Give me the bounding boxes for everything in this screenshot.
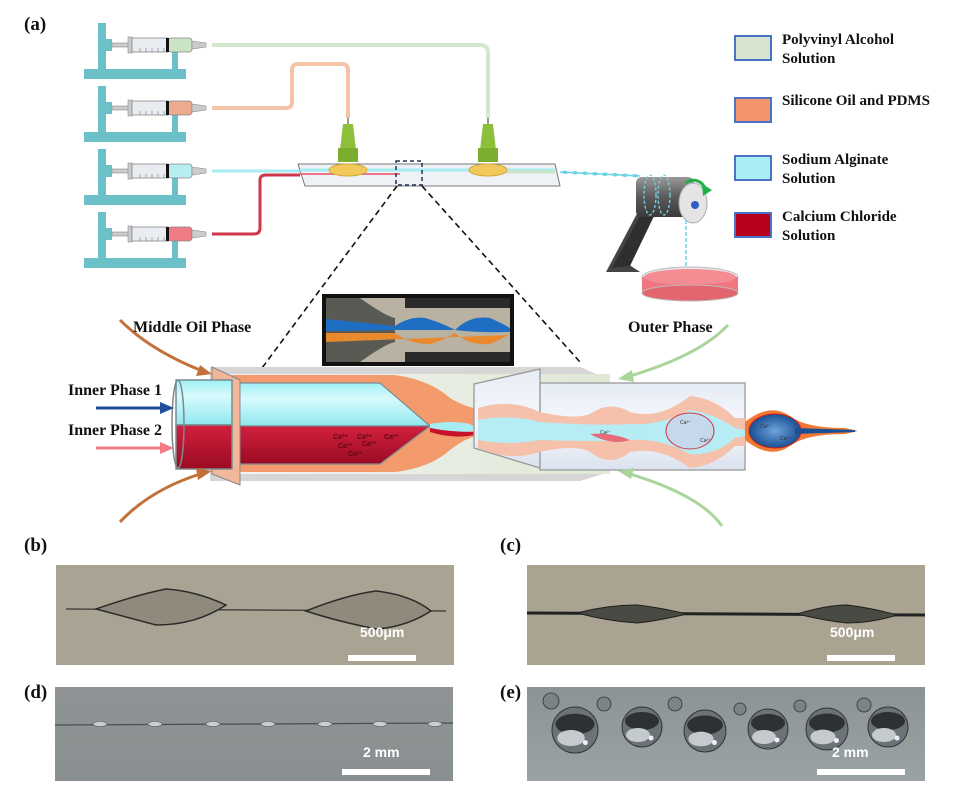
small-droplet (542, 692, 560, 710)
legend-swatch-pva (734, 35, 772, 61)
scale-label-d: 2 mm (363, 744, 400, 760)
scale-bar-e (817, 769, 905, 775)
needle-pva (468, 118, 508, 177)
micrograph-e: 2 mm (527, 687, 925, 781)
legend-label-pva: Polyvinyl Alcohol Solution (782, 32, 895, 67)
bead (592, 171, 598, 176)
scale-label-b: 500μm (360, 624, 405, 640)
droplet (867, 706, 909, 748)
bead (582, 171, 588, 176)
small-droplet (596, 696, 612, 712)
ion-label: Ca²⁺ (384, 434, 399, 441)
ion-label: Ca²⁺ (600, 430, 611, 436)
ion-label: Ca²⁺ (780, 436, 791, 442)
bead (317, 721, 333, 727)
outer-phase-label: Outer Phase (628, 319, 713, 336)
small-droplet (856, 697, 872, 713)
ion-label: Ca²⁺ (362, 441, 377, 448)
arrow-outer-bottom (629, 472, 724, 527)
ion-label: Ca²⁺ (700, 438, 711, 444)
droplet (683, 709, 727, 753)
small-droplet (733, 702, 747, 716)
ion-label: Ca²⁺ (760, 424, 771, 430)
micrograph-d: 2 mm (55, 687, 453, 781)
legend-swatch-oil (734, 97, 772, 123)
bead (260, 721, 276, 727)
legend-label-alginate: Sodium Alginate Solution (782, 152, 889, 187)
arrow-oil-top (118, 318, 201, 372)
droplet (747, 708, 789, 750)
scale-label-c: 500μm (830, 624, 875, 640)
micrograph-b: 500μm (56, 565, 454, 665)
legend-swatch-cacl2 (734, 212, 772, 238)
droplet (621, 706, 663, 748)
bead (602, 172, 608, 177)
droplet (551, 706, 599, 754)
legend-swatch-alginate (734, 155, 772, 181)
middle-oil-phase-label: Middle Oil Phase (133, 319, 252, 336)
inner-phase-1-label: Inner Phase 1 (68, 382, 162, 399)
water-droplets-e (542, 692, 909, 754)
tube-pva (212, 43, 490, 118)
ion-label: Ca²⁺ (680, 420, 691, 426)
bead (205, 721, 221, 727)
bead-fiber-d (55, 721, 453, 727)
syringe-pump-cacl2 (84, 212, 207, 268)
syringe-pump-alginate (84, 149, 207, 205)
bead (92, 721, 108, 727)
bead (427, 721, 443, 727)
syringe-pump-oil (84, 86, 207, 142)
bead (372, 721, 388, 727)
setup-schematic: Ca²⁺Ca²⁺Ca²⁺Ca²⁺Ca²⁺Ca²⁺Ca²⁺Ca²⁺Ca²⁺Ca²⁺… (84, 23, 858, 527)
bead (147, 721, 163, 727)
bead (612, 172, 618, 177)
spindle-knot-fiber-b (65, 588, 447, 630)
micrograph-c: 500μm (527, 565, 925, 665)
panel-label-b: (b) (24, 535, 48, 556)
collector-roller (606, 174, 712, 272)
legend-label-oil: Silicone Oil and PDMS (782, 93, 930, 109)
collection-dish (641, 266, 739, 302)
small-droplet (667, 696, 683, 712)
droplet (805, 707, 849, 751)
bead (572, 170, 578, 175)
panel-label-c: (c) (500, 535, 522, 556)
panel-label-d: (d) (24, 682, 48, 703)
scale-label-e: 2 mm (832, 744, 869, 760)
inset-micrograph (322, 294, 514, 366)
scale-bar-d (342, 769, 430, 775)
arrow-outer-top (629, 323, 730, 378)
ion-label: Ca²⁺ (357, 434, 372, 441)
syringe-pump-pva (84, 23, 207, 79)
zoom-region-box (395, 160, 423, 186)
ion-label: Ca²⁺ (333, 434, 348, 441)
needle-oil (328, 118, 368, 177)
tube-oil (212, 62, 350, 118)
bead (562, 170, 568, 175)
arrow-oil-bottom (118, 472, 201, 524)
bead (632, 173, 638, 178)
scale-bar-c (827, 655, 895, 661)
bead (622, 173, 628, 178)
ion-label: Ca²⁺ (338, 443, 353, 450)
legend-label-cacl2: Calcium Chloride Solution (782, 209, 897, 244)
inner-phase-2-label: Inner Phase 2 (68, 422, 162, 439)
ion-label: Ca²⁺ (348, 451, 363, 458)
panel-label-a: (a) (24, 14, 47, 35)
small-droplet (793, 699, 807, 713)
panel-label-e: (e) (500, 682, 522, 703)
scale-bar-b (348, 655, 416, 661)
spindle-knot-fiber-c (527, 604, 925, 624)
tube-cacl2 (212, 173, 300, 236)
